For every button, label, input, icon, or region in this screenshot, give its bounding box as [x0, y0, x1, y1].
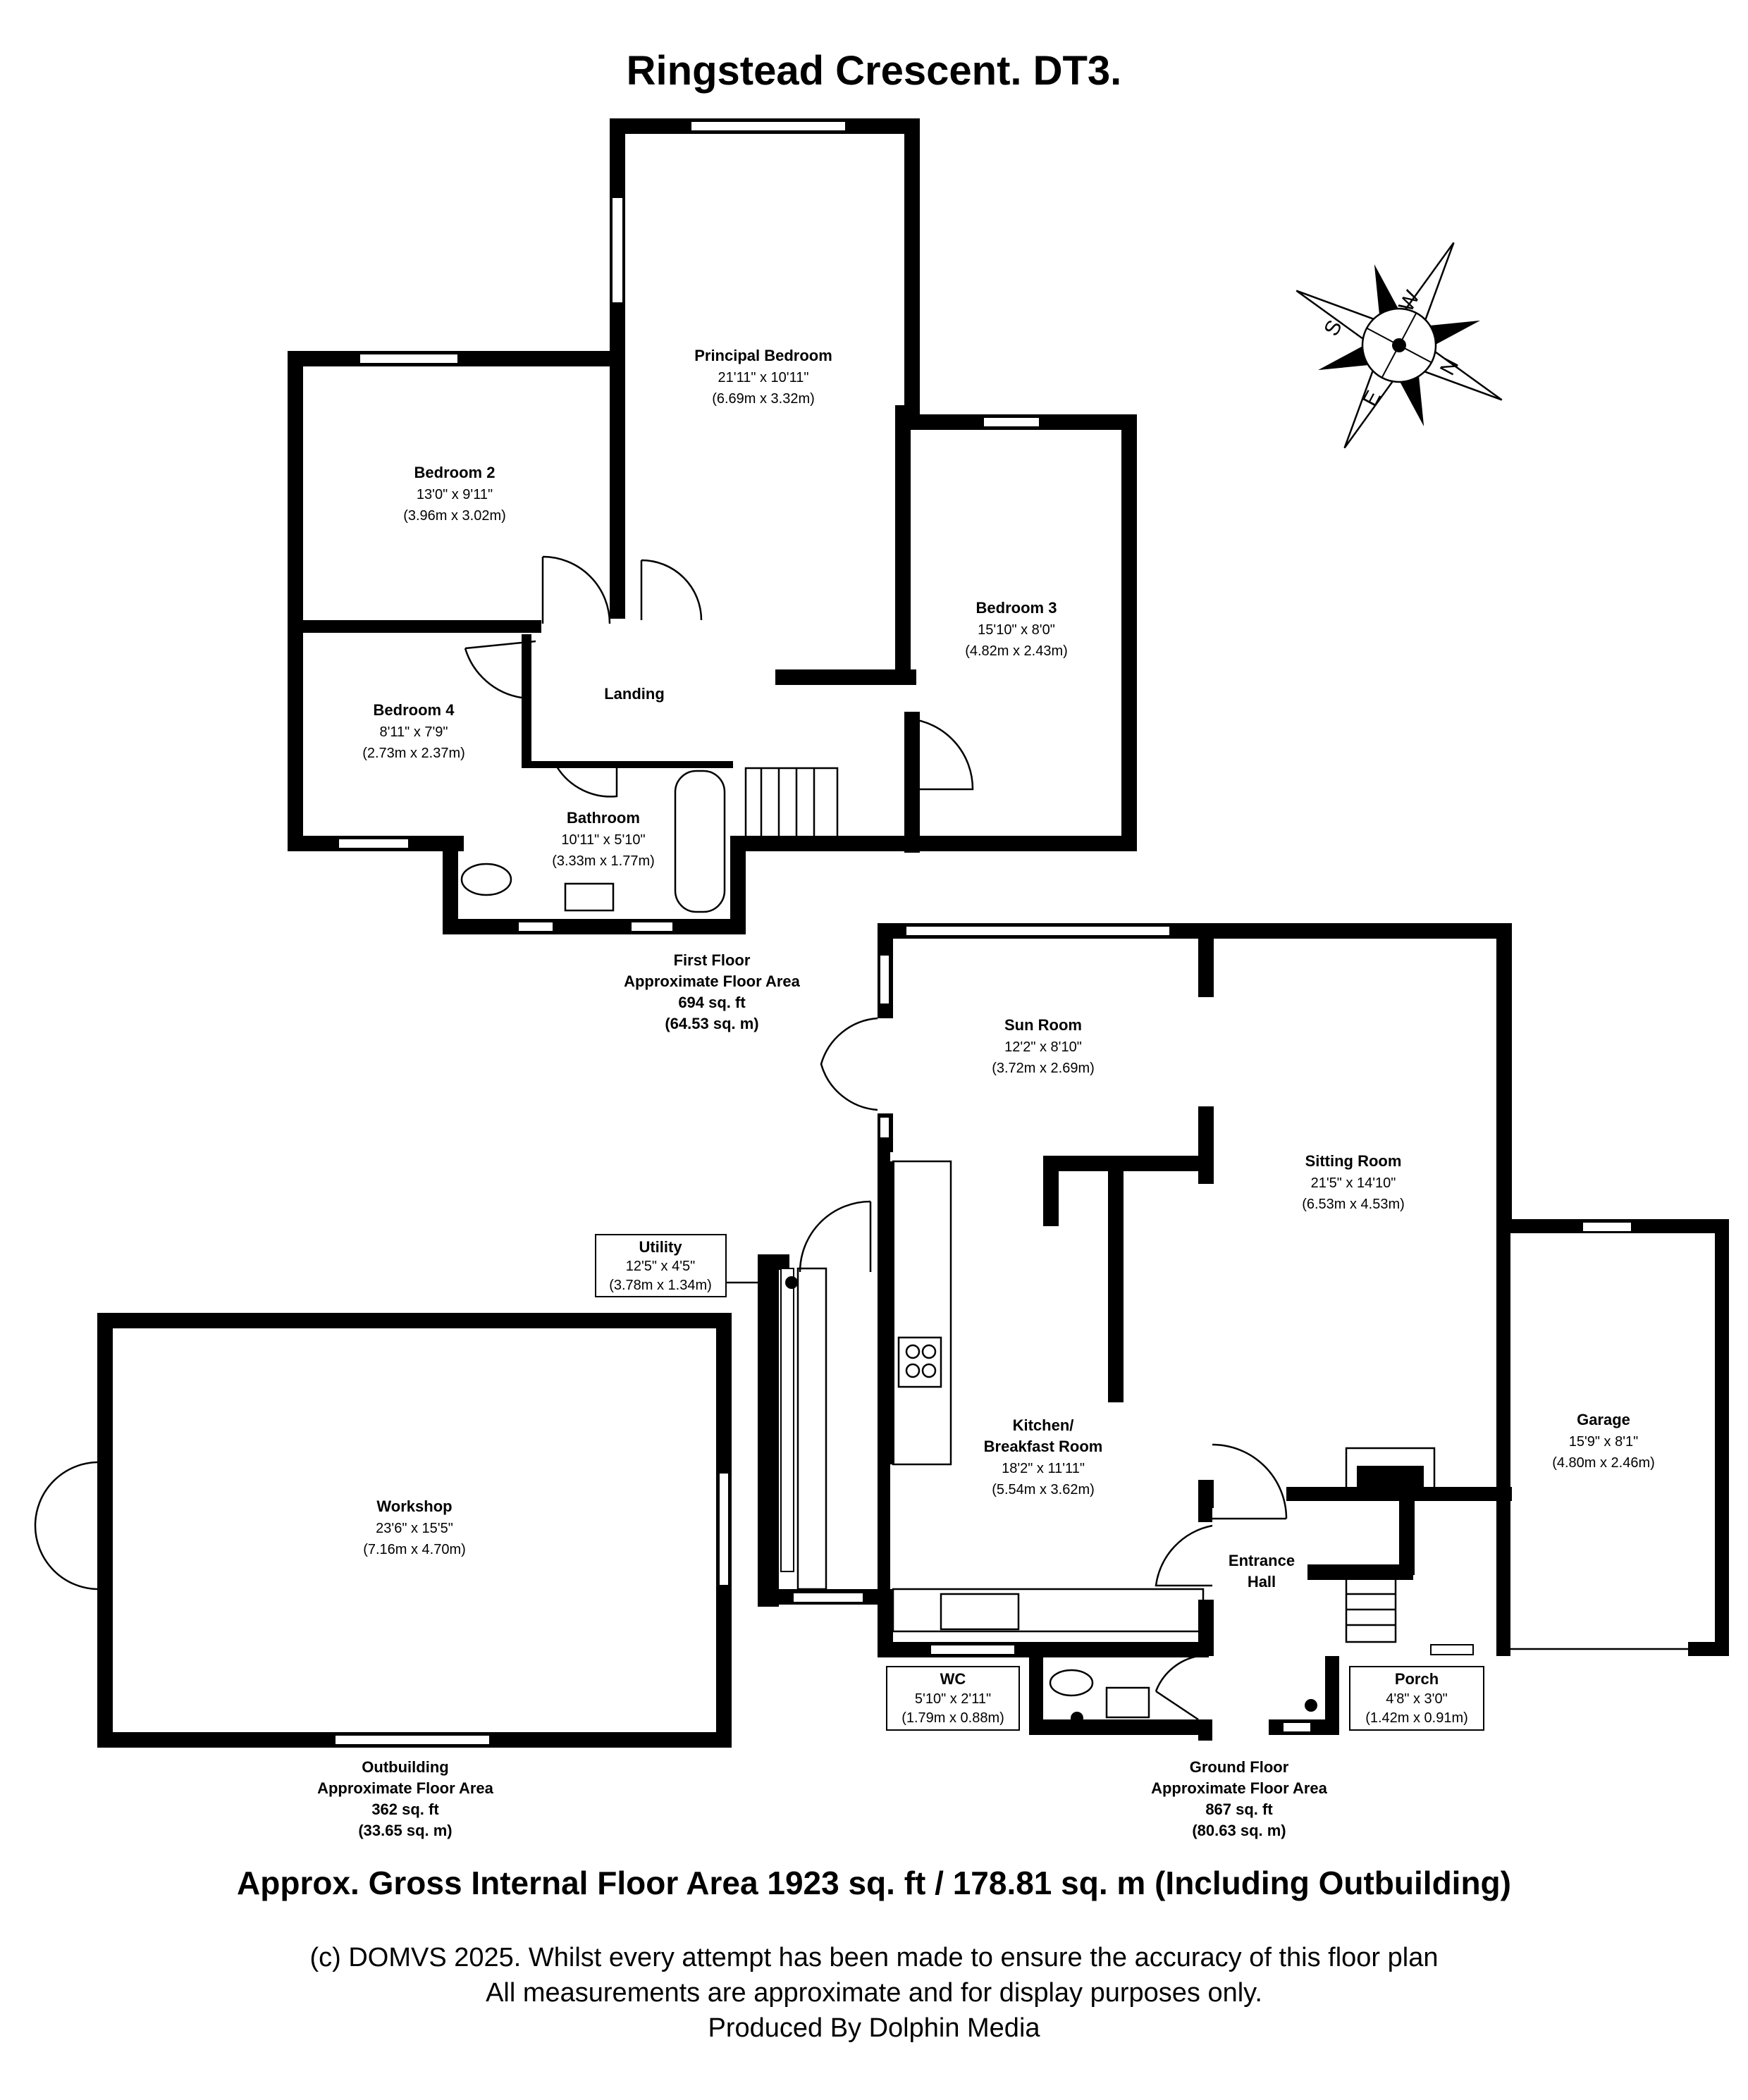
workshop-dim-metric: (7.16m x 4.70m)	[363, 1542, 466, 1557]
kitchen-name-line2: Breakfast Room	[984, 1438, 1103, 1455]
disclaimer-line1: (c) DOMVS 2025. Whilst every attempt has…	[310, 1943, 1439, 1972]
bedroom2-name: Bedroom 2	[414, 464, 496, 481]
principal-bedroom-name: Principal Bedroom	[694, 347, 832, 364]
first-floor-area-line2: Approximate Floor Area	[624, 972, 801, 990]
kitchen-dim-metric: (5.54m x 3.62m)	[992, 1482, 1095, 1497]
toilet-icon	[460, 863, 512, 896]
hob-icon	[897, 1336, 942, 1388]
bathroom-name: Bathroom	[567, 809, 640, 827]
first-floor-area-line1: First Floor	[674, 951, 751, 969]
garage-name: Garage	[1577, 1411, 1630, 1428]
bedroom3-dim-metric: (4.82m x 2.43m)	[965, 643, 1068, 659]
outbuilding-area-line1: Outbuilding	[362, 1758, 448, 1776]
sun-room-name: Sun Room	[1004, 1016, 1082, 1034]
utility-name: Utility	[639, 1238, 682, 1256]
kitchen-sink-icon	[940, 1593, 1020, 1631]
bedroom3-dim-imperial: 15'10" x 8'0"	[978, 622, 1055, 638]
ground-floor-area-line2: Approximate Floor Area	[1151, 1779, 1328, 1797]
outbuilding-area-line3: 362 sq. ft	[371, 1801, 439, 1818]
utility-dim-imperial: 12'5" x 4'5"	[626, 1259, 696, 1274]
kitchen-name-line1: Kitchen/	[1013, 1416, 1074, 1434]
wc-basin-icon	[1105, 1686, 1150, 1719]
garage-dim-metric: (4.80m x 2.46m)	[1552, 1455, 1655, 1471]
wc-toilet-icon	[1049, 1669, 1094, 1697]
entrance-hall-name-line2: Hall	[1248, 1573, 1276, 1591]
bedroom4-name: Bedroom 4	[374, 701, 455, 719]
wc-name: WC	[940, 1670, 966, 1688]
kitchen-dim-imperial: 18'2" x 11'11"	[1002, 1461, 1085, 1476]
entrance-hall-name-line1: Entrance	[1229, 1552, 1295, 1569]
sun-room-dim-metric: (3.72m x 2.69m)	[992, 1061, 1095, 1076]
first-floor-stairs	[744, 767, 839, 839]
wc-dim-metric: (1.79m x 0.88m)	[901, 1710, 1004, 1726]
porch-dim-imperial: 4'8" x 3'0"	[1386, 1691, 1447, 1707]
bedroom4-dim-metric: (2.73m x 2.37m)	[362, 746, 465, 761]
porch-name: Porch	[1395, 1670, 1439, 1688]
workshop-dim-imperial: 23'6" x 15'5"	[376, 1521, 453, 1536]
utility-label-box	[595, 1234, 727, 1297]
bedroom4-dim-imperial: 8'11" x 7'9"	[379, 724, 448, 740]
gross-area: Approx. Gross Internal Floor Area 1923 s…	[237, 1865, 1511, 1901]
principal-bedroom-dim-metric: (6.69m x 3.32m)	[712, 391, 815, 407]
sitting-room-name: Sitting Room	[1305, 1152, 1402, 1170]
first-floor-area-line3: 694 sq. ft	[678, 994, 746, 1011]
bedroom2-dim-imperial: 13'0" x 9'11"	[417, 487, 493, 502]
bedroom3-name: Bedroom 3	[976, 599, 1057, 617]
principal-bedroom-dim-imperial: 21'11" x 10'11"	[718, 370, 809, 385]
bathroom-dim-metric: (3.33m x 1.77m)	[552, 853, 655, 869]
page-title: Ringstead Crescent. DT3.	[627, 48, 1122, 94]
first-floor-area-line4: (64.53 sq. m)	[665, 1015, 758, 1032]
ground-floor-area-line3: 867 sq. ft	[1205, 1801, 1273, 1818]
sitting-room-dim-metric: (6.53m x 4.53m)	[1302, 1197, 1405, 1212]
bath-icon	[674, 770, 726, 913]
sitting-room-dim-imperial: 21'5" x 14'10"	[1311, 1175, 1396, 1191]
outbuilding-area-line2: Approximate Floor Area	[317, 1779, 494, 1797]
first-floor-plan	[288, 118, 1137, 934]
ground-floor-area-line4: (80.63 sq. m)	[1192, 1822, 1286, 1839]
wc-label-box	[886, 1666, 1020, 1731]
outbuilding-area-line4: (33.65 sq. m)	[358, 1822, 452, 1839]
ground-floor-plan	[758, 923, 1729, 1741]
workshop-name: Workshop	[376, 1497, 452, 1515]
landing-name: Landing	[604, 685, 665, 703]
ground-floor-area-line1: Ground Floor	[1190, 1758, 1289, 1776]
basin-icon	[564, 882, 615, 912]
outbuilding-plan	[34, 1313, 732, 1748]
porch-dim-metric: (1.42m x 0.91m)	[1365, 1710, 1468, 1726]
garage-dim-imperial: 15'9" x 8'1"	[1569, 1434, 1639, 1450]
porch-label-box	[1349, 1666, 1484, 1731]
sun-room-dim-imperial: 12'2" x 8'10"	[1004, 1039, 1082, 1055]
utility-dim-metric: (3.78m x 1.34m)	[609, 1278, 712, 1293]
compass-rose-icon	[1295, 242, 1503, 449]
wc-dim-imperial: 5'10" x 2'11"	[915, 1691, 991, 1707]
disclaimer-line3: Produced By Dolphin Media	[708, 2013, 1040, 2043]
bathroom-dim-imperial: 10'11" x 5'10"	[561, 832, 645, 848]
bedroom2-dim-metric: (3.96m x 3.02m)	[403, 508, 506, 524]
disclaimer-line2: All measurements are approximate and for…	[486, 1978, 1262, 2008]
